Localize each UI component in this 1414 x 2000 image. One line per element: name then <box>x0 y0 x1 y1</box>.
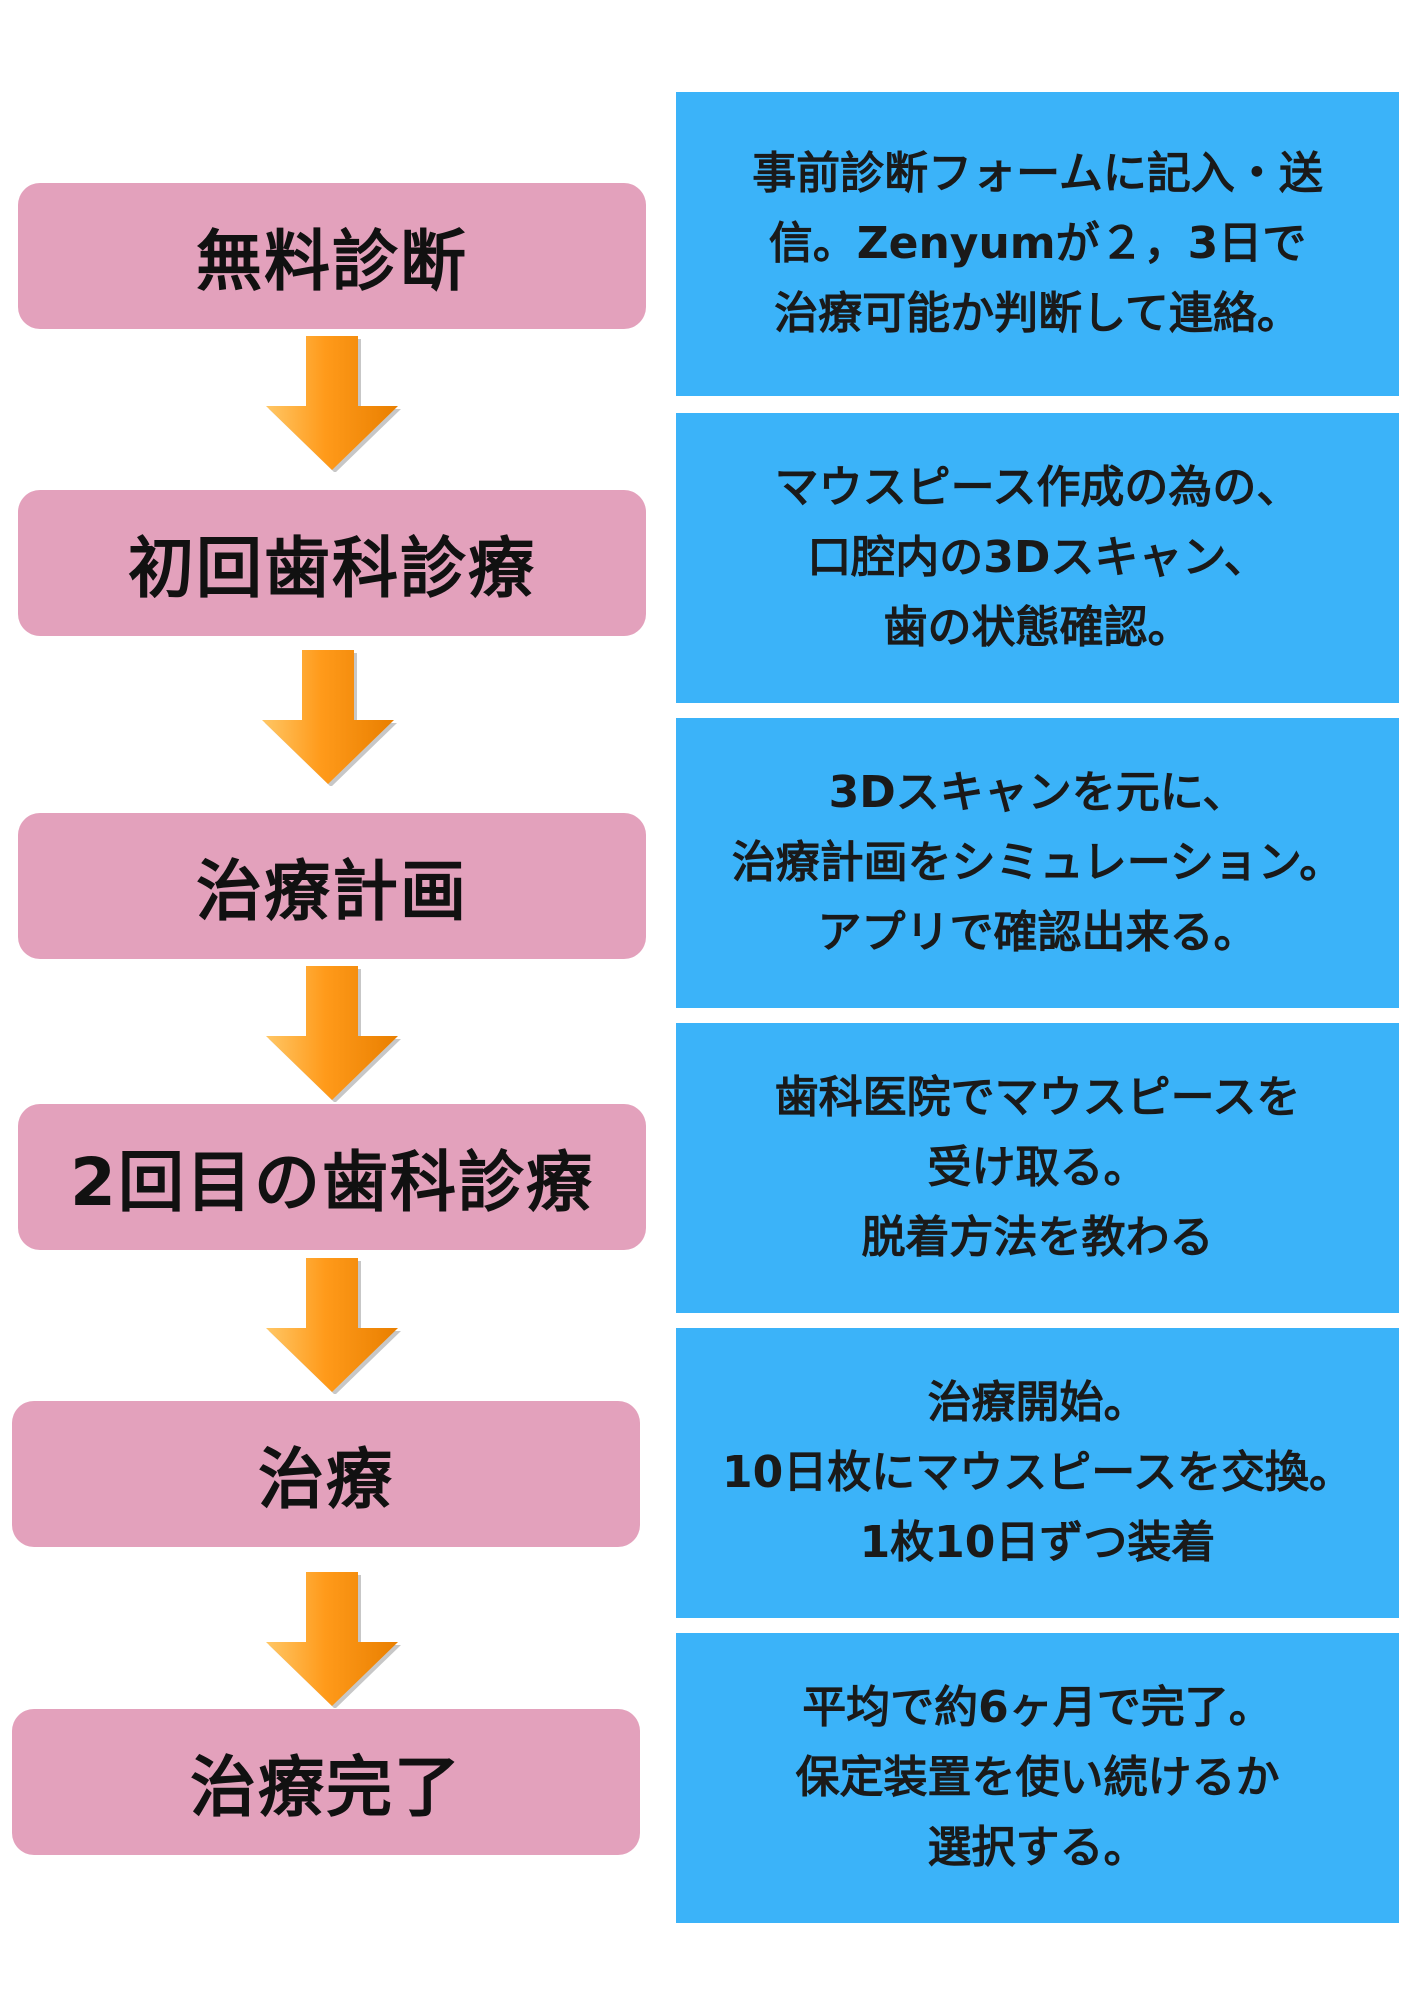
down-arrow-icon <box>266 1572 401 1708</box>
description-box-3: 3Dスキャンを元に、 治療計画をシミュレーション。 アプリで確認出来る。 <box>676 718 1399 1008</box>
description-line: 平均で約6ヶ月で完了。 <box>802 1682 1273 1733</box>
description-line: 1枚10日ずつ装着 <box>859 1517 1216 1568</box>
description-box-6: 平均で約6ヶ月で完了。 保定装置を使い続けるか 選択する。 <box>676 1633 1399 1923</box>
description-line: 脱着方法を教わる <box>861 1212 1214 1263</box>
description-line: 信。Zenyumが２，3日で <box>768 218 1307 269</box>
step-box-2: 初回歯科診療 <box>18 490 646 636</box>
step-label: 無料診断 <box>196 223 468 300</box>
description-box-4: 歯科医院でマウスピースを 受け取る。 脱着方法を教わる <box>676 1023 1399 1313</box>
description-line: 10日枚にマウスピースを交換。 <box>721 1447 1354 1498</box>
step-box-4: 2回目の歯科診療 <box>18 1104 646 1250</box>
description-line: 受け取る。 <box>927 1142 1148 1193</box>
step-label: 治療計画 <box>196 853 468 930</box>
description-box-5: 治療開始。 10日枚にマウスピースを交換。 1枚10日ずつ装着 <box>676 1328 1399 1618</box>
down-arrow-icon <box>262 650 397 786</box>
description-box-1: 事前診断フォームに記入・送 信。Zenyumが２，3日で 治療可能か判断して連絡… <box>676 92 1399 396</box>
description-line: 3Dスキャンを元に、 <box>828 767 1247 818</box>
step-label: 初回歯科診療 <box>128 530 536 607</box>
description-line: 治療開始。 <box>927 1377 1148 1428</box>
description-line: マウスピース作成の為の、 <box>774 462 1301 513</box>
description-line: 治療計画をシミュレーション。 <box>731 837 1344 888</box>
down-arrow-icon <box>266 1258 401 1394</box>
description-line: アプリで確認出来る。 <box>817 907 1258 958</box>
description-line: 選択する。 <box>927 1822 1148 1873</box>
description-line: 保定装置を使い続けるか <box>795 1752 1280 1803</box>
step-box-3: 治療計画 <box>18 813 646 959</box>
step-label: 2回目の歯科診療 <box>70 1144 594 1221</box>
step-label: 治療完了 <box>190 1749 462 1826</box>
down-arrow-icon <box>266 336 401 472</box>
description-line: 歯科医院でマウスピースを <box>774 1072 1301 1123</box>
description-line: 治療可能か判断して連絡。 <box>774 288 1301 339</box>
description-line: 歯の状態確認。 <box>883 602 1192 653</box>
step-box-6: 治療完了 <box>12 1709 640 1855</box>
description-box-2: マウスピース作成の為の、 口腔内の3Dスキャン、 歯の状態確認。 <box>676 413 1399 703</box>
down-arrow-icon <box>266 966 401 1102</box>
step-label: 治療 <box>258 1441 394 1518</box>
description-line: 口腔内の3Dスキャン、 <box>807 532 1268 583</box>
step-box-1: 無料診断 <box>18 183 646 329</box>
step-box-5: 治療 <box>12 1401 640 1547</box>
description-line: 事前診断フォームに記入・送 <box>752 148 1323 199</box>
